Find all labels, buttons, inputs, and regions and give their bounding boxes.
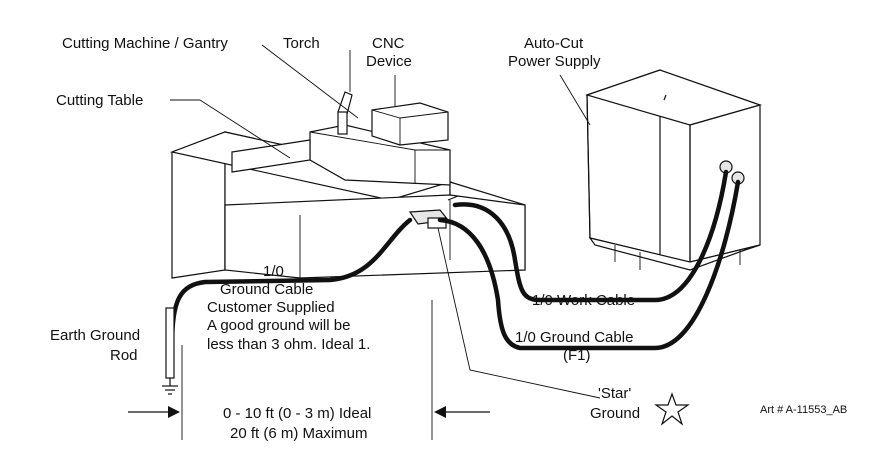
label-star-2: Ground — [590, 405, 640, 422]
torch — [337, 91, 353, 135]
leader-lines — [170, 44, 601, 399]
label-autocut-line1: Auto-Cut — [524, 35, 584, 52]
distance-dimension — [128, 300, 490, 440]
work-cable — [452, 169, 729, 303]
label-art-number: Art # A-11553_AB — [760, 404, 847, 416]
ground-rod — [165, 307, 175, 379]
label-star-1: 'Star' — [598, 385, 631, 402]
label-earth-ground-2: Rod — [110, 347, 138, 364]
label-good-ground-2: less than 3 ohm. Ideal 1. — [207, 336, 370, 353]
label-distance-2: 20 ft (6 m) Maximum — [230, 425, 368, 442]
label-ground-cable-f1-1: 1/0 Ground Cable — [515, 329, 633, 346]
label-earth-ground-1: Earth Ground — [50, 327, 140, 344]
label-customer-supplied: Customer Supplied — [207, 299, 335, 316]
label-cutting-table: Cutting Table — [56, 92, 143, 109]
label-torch: Torch — [283, 35, 320, 52]
cnc-device-box — [371, 102, 449, 146]
label-ground-cable-size: 1/0 — [263, 263, 284, 280]
power-supply — [585, 69, 762, 271]
ground-cable-f1 — [437, 179, 741, 351]
label-autocut-line2: Power Supply — [508, 53, 601, 70]
label-good-ground-1: A good ground will be — [207, 317, 350, 334]
label-cutting-machine: Cutting Machine / Gantry — [62, 35, 228, 52]
ground-symbol-icon — [162, 385, 178, 395]
label-cnc-line1: CNC — [372, 35, 405, 52]
earth-ground-rod — [162, 307, 178, 395]
gantry — [231, 124, 451, 186]
label-cnc-line2: Device — [366, 53, 412, 70]
label-work-cable: 1/0 Work Cable — [532, 292, 635, 309]
label-ground-cable: Ground Cable — [220, 281, 313, 298]
gantry-rail — [231, 139, 311, 173]
label-distance-1: 0 - 10 ft (0 - 3 m) Ideal — [223, 405, 371, 422]
label-ground-cable-f1-2: (F1) — [563, 347, 591, 364]
star-outline-icon — [654, 392, 690, 426]
ground-cable — [169, 217, 413, 348]
